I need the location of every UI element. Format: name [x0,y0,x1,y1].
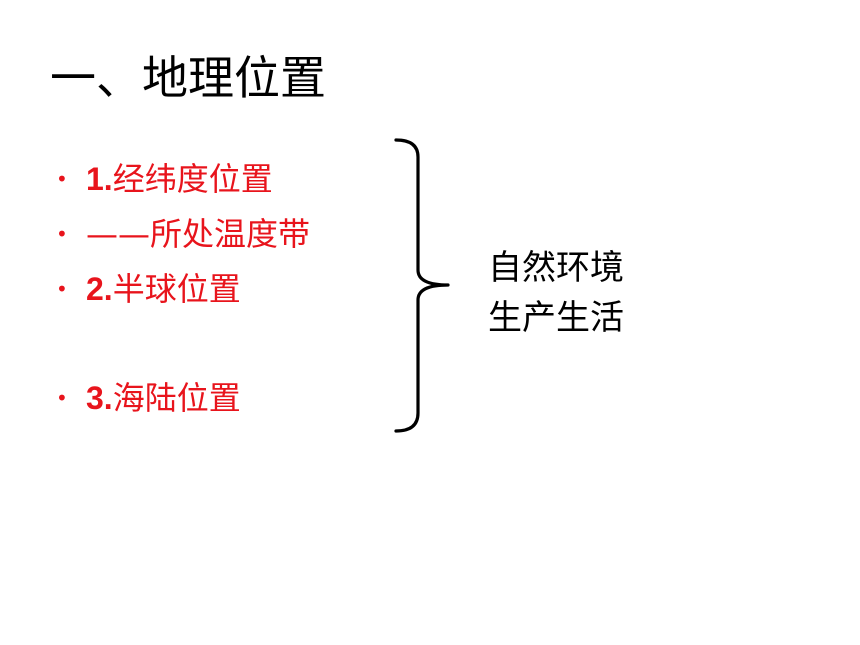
influence-item: 自然环境 [488,248,624,288]
right-curly-brace [394,138,450,433]
bullet-text: ——所处温度带 [86,212,310,256]
bullet-marker: • [56,167,68,191]
influence-item: 生产生活 [488,298,624,338]
bullet-text: 1.经纬度位置 [86,157,273,201]
bullet-list: • 1.经纬度位置 • ——所处温度带 • 2.半球位置 • 3.海陆位置 [56,0,396,645]
influence-list: 自然环境 生产生活 [488,243,624,343]
bullet-label: 海陆位置 [112,379,241,417]
bullet-number: 1. [86,161,113,197]
slide-title: 一、地理位置 [50,51,326,105]
bullet-marker: • [56,386,68,410]
bullet-number: 2. [86,271,113,307]
bullet-label: 半球位置 [112,270,241,308]
bullet-label: ——所处温度带 [86,215,311,253]
bullet-number: 3. [86,380,113,416]
bullet-marker: • [56,277,68,301]
bullet-marker: • [56,222,68,246]
bullet-label: 经纬度位置 [112,160,273,198]
bullet-text: 2.半球位置 [86,267,241,311]
bullet-text: 3.海陆位置 [86,376,241,420]
